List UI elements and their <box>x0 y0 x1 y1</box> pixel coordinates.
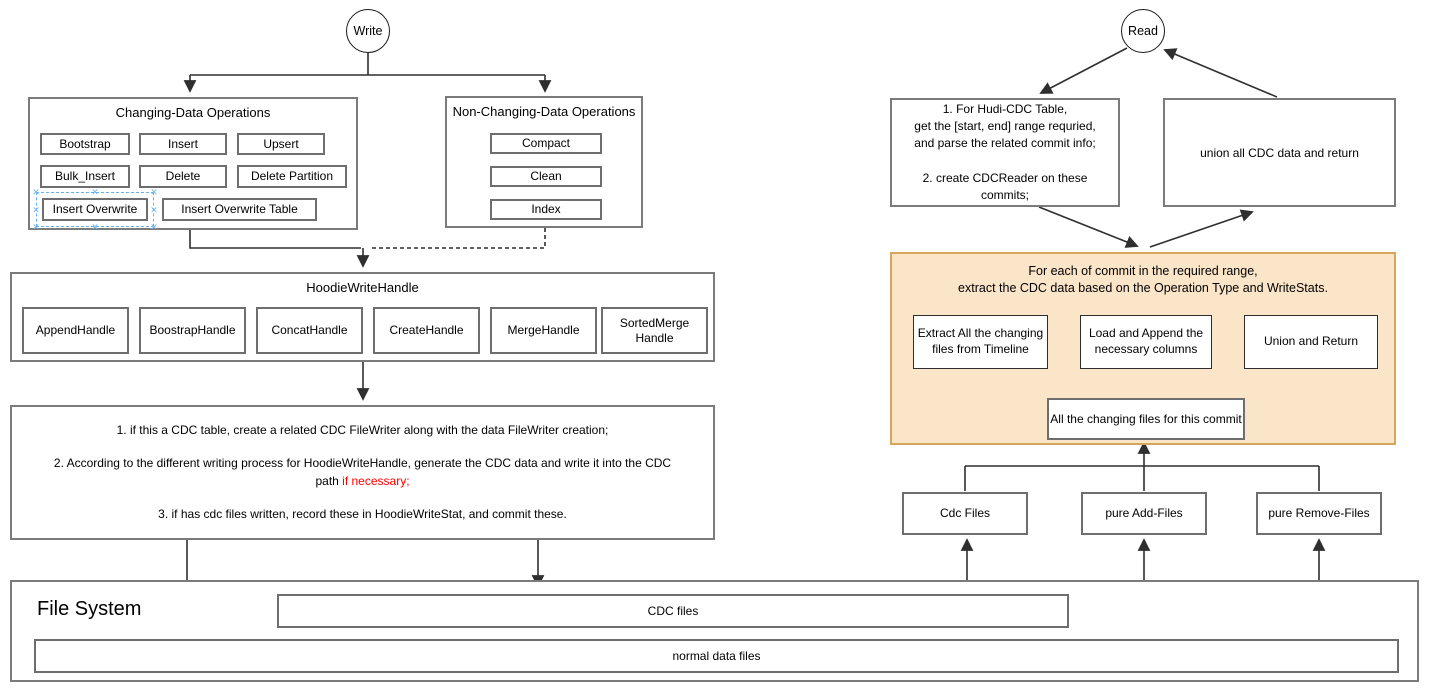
arrow-read-to-step1 <box>1039 47 1128 94</box>
hoodie-write-handle-title: HoodieWriteHandle <box>306 280 419 295</box>
handle-append[interactable]: AppendHandle <box>22 307 129 354</box>
selection-handle-n-icon[interactable]: ✕ <box>91 187 99 197</box>
dashed-nonchanging-to-hoodie <box>370 228 546 249</box>
file-system-title: File System <box>37 598 142 620</box>
non-changing-data-operations-group[interactable]: Non-Changing-Data Operations Compact Cle… <box>445 96 643 228</box>
branch-rail <box>964 465 1320 491</box>
op-insert-overwrite-selection[interactable]: Insert Overwrite ✕ ✕ ✕ ✕ ✕ ✕ ✕ ✕ <box>32 188 158 232</box>
write-entry-label: Write <box>353 24 383 38</box>
selection-handle-s-icon[interactable]: ✕ <box>91 222 99 232</box>
op-compact[interactable]: Compact <box>490 133 602 154</box>
read-step1-text: 1. For Hudi-CDC Table, get the [start, e… <box>914 102 1096 202</box>
cdc-write-steps-box[interactable]: 1. if this a CDC table, create a related… <box>10 405 715 540</box>
if-necessary-highlight: if necessary; <box>342 473 410 488</box>
cdc-files-bar[interactable]: CDC files <box>277 594 1069 628</box>
changing-data-operations-title: Changing-Data Operations <box>115 105 271 120</box>
cdc-write-step-3: 3. if has cdc files written, record thes… <box>158 507 567 522</box>
selection-handle-e-icon[interactable]: ✕ <box>150 205 158 215</box>
write-entry-node[interactable]: Write <box>346 9 390 53</box>
arrow-percommit-to-union <box>1149 209 1254 248</box>
op-bootstrap[interactable]: Bootstrap <box>40 133 130 155</box>
selection-handle-sw-icon[interactable]: ✕ <box>32 222 40 232</box>
handle-sorted-merge[interactable]: SortedMerge Handle <box>601 307 708 354</box>
op-bulk-insert[interactable]: Bulk_Insert <box>40 165 130 188</box>
normal-data-files-bar[interactable]: normal data files <box>34 639 1399 673</box>
write-split-rail <box>190 53 545 76</box>
extract-changing-files-box[interactable]: Extract All the changing files from Time… <box>913 315 1048 369</box>
cdc-write-step-1: 1. if this a CDC table, create a related… <box>116 423 609 437</box>
union-and-return-box[interactable]: Union and Return <box>1244 315 1378 369</box>
cdc-write-step-2: 2. According to the different writing pr… <box>53 456 672 488</box>
pure-add-files-box[interactable]: pure Add-Files <box>1081 492 1207 535</box>
op-upsert[interactable]: Upsert <box>237 133 325 155</box>
op-clean[interactable]: Clean <box>490 166 602 187</box>
op-index[interactable]: Index <box>490 199 602 220</box>
arrow-union-to-read <box>1163 48 1278 98</box>
changing-data-operations-group[interactable]: Changing-Data Operations Bootstrap Inser… <box>28 97 358 232</box>
op-delete[interactable]: Delete <box>139 165 227 188</box>
op-insert-overwrite[interactable]: Insert Overwrite <box>42 198 148 221</box>
pure-remove-files-box[interactable]: pure Remove-Files <box>1256 492 1382 535</box>
cdc-files-group-box[interactable]: Cdc Files <box>902 492 1028 535</box>
union-all-text: union all CDC data and return <box>1200 145 1359 160</box>
hoodie-write-handle-group[interactable]: HoodieWriteHandle AppendHandle BoostrapH… <box>10 272 715 362</box>
read-step1-box[interactable]: 1. For Hudi-CDC Table, get the [start, e… <box>890 98 1120 207</box>
load-append-columns-box[interactable]: Load and Append the necessary columns <box>1080 315 1212 369</box>
op-insert[interactable]: Insert <box>139 133 227 155</box>
per-commit-group[interactable]: For each of commit in the required range… <box>890 252 1396 445</box>
handle-create[interactable]: CreateHandle <box>373 307 480 354</box>
arrow-step1-to-percommit <box>1038 206 1139 248</box>
per-commit-title: For each of commit in the required range… <box>958 264 1328 295</box>
selection-handle-ne-icon[interactable]: ✕ <box>150 187 158 197</box>
selection-handle-w-icon[interactable]: ✕ <box>32 205 40 215</box>
read-entry-node[interactable]: Read <box>1121 9 1165 53</box>
op-delete-partition[interactable]: Delete Partition <box>237 165 347 188</box>
read-entry-label: Read <box>1128 24 1158 38</box>
all-changing-files-box[interactable]: All the changing files for this commit <box>1047 398 1245 440</box>
line-changing-to-hoodie <box>189 230 361 249</box>
handle-boostrap[interactable]: BoostrapHandle <box>139 307 246 354</box>
selection-handle-nw-icon[interactable]: ✕ <box>32 187 40 197</box>
op-insert-overwrite-table[interactable]: Insert Overwrite Table <box>162 198 317 221</box>
non-changing-data-operations-title: Non-Changing-Data Operations <box>452 104 636 119</box>
handle-concat[interactable]: ConcatHandle <box>256 307 363 354</box>
selection-handle-se-icon[interactable]: ✕ <box>150 222 158 232</box>
union-all-box[interactable]: union all CDC data and return <box>1163 98 1396 207</box>
file-system-group[interactable]: File System CDC files normal data files <box>10 580 1419 682</box>
handle-merge[interactable]: MergeHandle <box>490 307 597 354</box>
